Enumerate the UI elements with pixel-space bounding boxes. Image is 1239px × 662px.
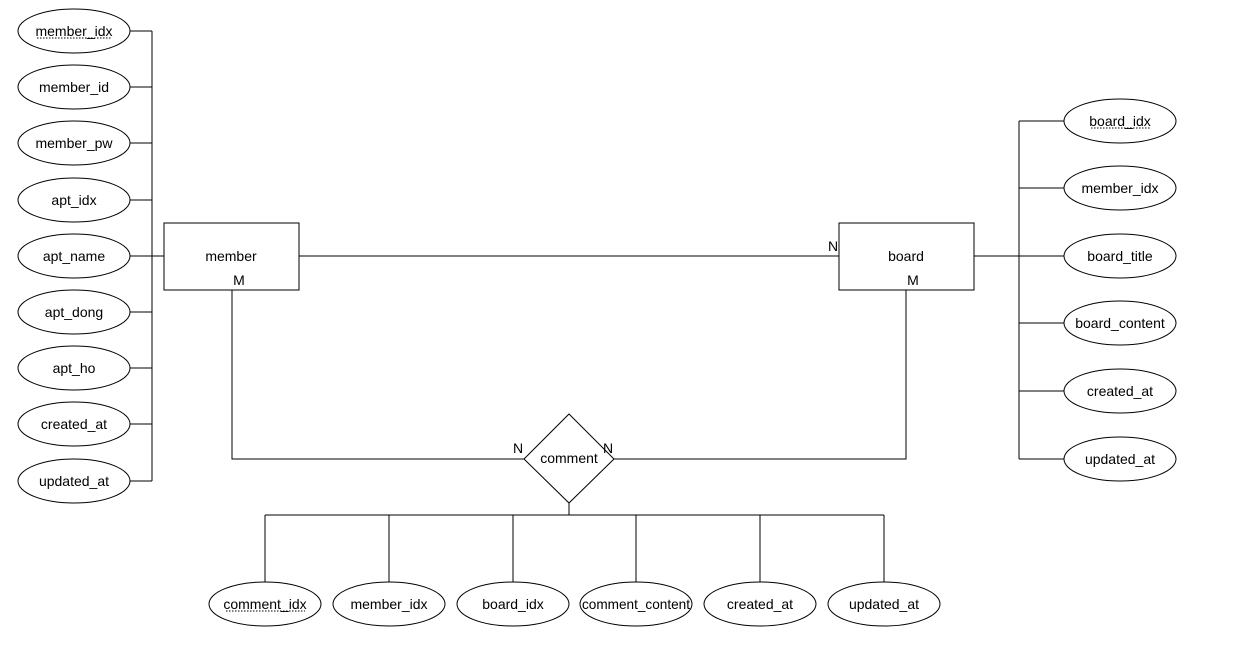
attr-ellipse xyxy=(579,581,693,627)
attr-ellipse xyxy=(1063,300,1177,346)
cardinality-label: M xyxy=(907,272,919,288)
entity-box xyxy=(163,222,300,291)
attr-label: comment_content xyxy=(582,596,690,612)
attr-label: board_content xyxy=(1075,315,1165,331)
attr-board-member-idx[interactable]: member_idx xyxy=(1019,165,1177,211)
attr-label: board_title xyxy=(1087,248,1153,264)
attr-ellipse xyxy=(17,345,131,391)
attr-label: member_idx xyxy=(35,23,112,39)
attr-label: apt_name xyxy=(43,248,105,264)
attr-label: board_idx xyxy=(1089,113,1151,129)
comment-attributes: comment_idx member_idx board_idx comment… xyxy=(208,515,941,627)
attr-member-member-id[interactable]: member_id xyxy=(17,64,152,110)
attr-label: member_idx xyxy=(1081,180,1158,196)
attr-ellipse xyxy=(17,458,131,504)
attr-comment-comment-content[interactable]: comment_content xyxy=(579,515,693,627)
attr-ellipse xyxy=(17,8,131,54)
attr-ellipse xyxy=(827,581,941,627)
attr-board-board-title[interactable]: board_title xyxy=(1019,233,1177,279)
attr-member-updated-at[interactable]: updated_at xyxy=(17,458,152,504)
attr-member-created-at[interactable]: created_at xyxy=(17,401,152,447)
attr-ellipse xyxy=(17,177,131,223)
attr-ellipse xyxy=(1063,233,1177,279)
relationship-label: comment xyxy=(540,450,598,466)
attr-member-apt-idx[interactable]: apt_idx xyxy=(17,177,152,223)
attr-ellipse xyxy=(456,581,570,627)
attr-ellipse xyxy=(17,233,131,279)
relationship-comment[interactable]: comment N N xyxy=(513,413,615,504)
attr-member-apt-name[interactable]: apt_name xyxy=(17,233,152,279)
attr-label: member_id xyxy=(39,79,109,95)
cardinality-label-left: N xyxy=(513,440,523,456)
attr-ellipse xyxy=(703,581,817,627)
entity-board[interactable]: board M N xyxy=(828,222,975,291)
attr-label: apt_ho xyxy=(53,360,96,376)
attr-member-member-idx[interactable]: member_idx xyxy=(17,8,152,54)
attr-ellipse xyxy=(17,401,131,447)
attr-board-updated-at[interactable]: updated_at xyxy=(1019,436,1177,482)
attr-ellipse xyxy=(17,64,131,110)
attr-ellipse xyxy=(1063,368,1177,414)
attr-label: comment_idx xyxy=(223,596,306,612)
relationship-diamond xyxy=(523,413,615,504)
attr-label: updated_at xyxy=(1085,451,1155,467)
attr-label: updated_at xyxy=(849,596,919,612)
attr-ellipse xyxy=(17,120,131,166)
attr-member-apt-ho[interactable]: apt_ho xyxy=(17,345,152,391)
attr-board-created-at[interactable]: created_at xyxy=(1019,368,1177,414)
attr-member-apt-dong[interactable]: apt_dong xyxy=(17,289,152,335)
attr-label: apt_dong xyxy=(45,304,103,320)
cardinality-label-right: N xyxy=(603,440,613,456)
board-attributes: board_idx member_idx board_title board_c… xyxy=(1019,98,1177,482)
attr-label: member_pw xyxy=(35,135,113,151)
attr-label: apt_idx xyxy=(51,192,96,208)
cardinality-label: M xyxy=(233,272,245,288)
attr-ellipse xyxy=(208,581,322,627)
attr-label: created_at xyxy=(727,596,793,612)
attr-comment-updated-at[interactable]: updated_at xyxy=(827,515,941,627)
attr-ellipse xyxy=(17,289,131,335)
attr-board-board-content[interactable]: board_content xyxy=(1019,300,1177,346)
member-attributes: member_idx member_id member_pw apt_idx a… xyxy=(17,8,152,504)
member-comment-line xyxy=(231,290,524,460)
cardinality-label-left: N xyxy=(828,238,838,254)
attr-label: member_idx xyxy=(350,596,427,612)
board-comment-line xyxy=(614,290,907,460)
attr-comment-comment-idx[interactable]: comment_idx xyxy=(208,515,322,627)
attr-comment-created-at[interactable]: created_at xyxy=(703,515,817,627)
attr-ellipse xyxy=(1063,98,1177,144)
attr-ellipse xyxy=(332,581,446,627)
attr-ellipse xyxy=(1063,165,1177,211)
attr-member-member-pw[interactable]: member_pw xyxy=(17,120,152,166)
entity-member[interactable]: member M xyxy=(163,222,300,291)
connectors xyxy=(151,31,1020,516)
attr-ellipse xyxy=(1063,436,1177,482)
attr-comment-board-idx[interactable]: board_idx xyxy=(456,515,570,627)
entity-label: board xyxy=(888,248,924,264)
attr-label: created_at xyxy=(41,416,107,432)
entity-label: member xyxy=(205,248,257,264)
attr-label: created_at xyxy=(1087,383,1153,399)
attr-board-board-idx[interactable]: board_idx xyxy=(1019,98,1177,144)
entity-box xyxy=(838,222,975,291)
attr-label: updated_at xyxy=(39,473,109,489)
attr-label: board_idx xyxy=(482,596,544,612)
attr-comment-member-idx[interactable]: member_idx xyxy=(332,515,446,627)
